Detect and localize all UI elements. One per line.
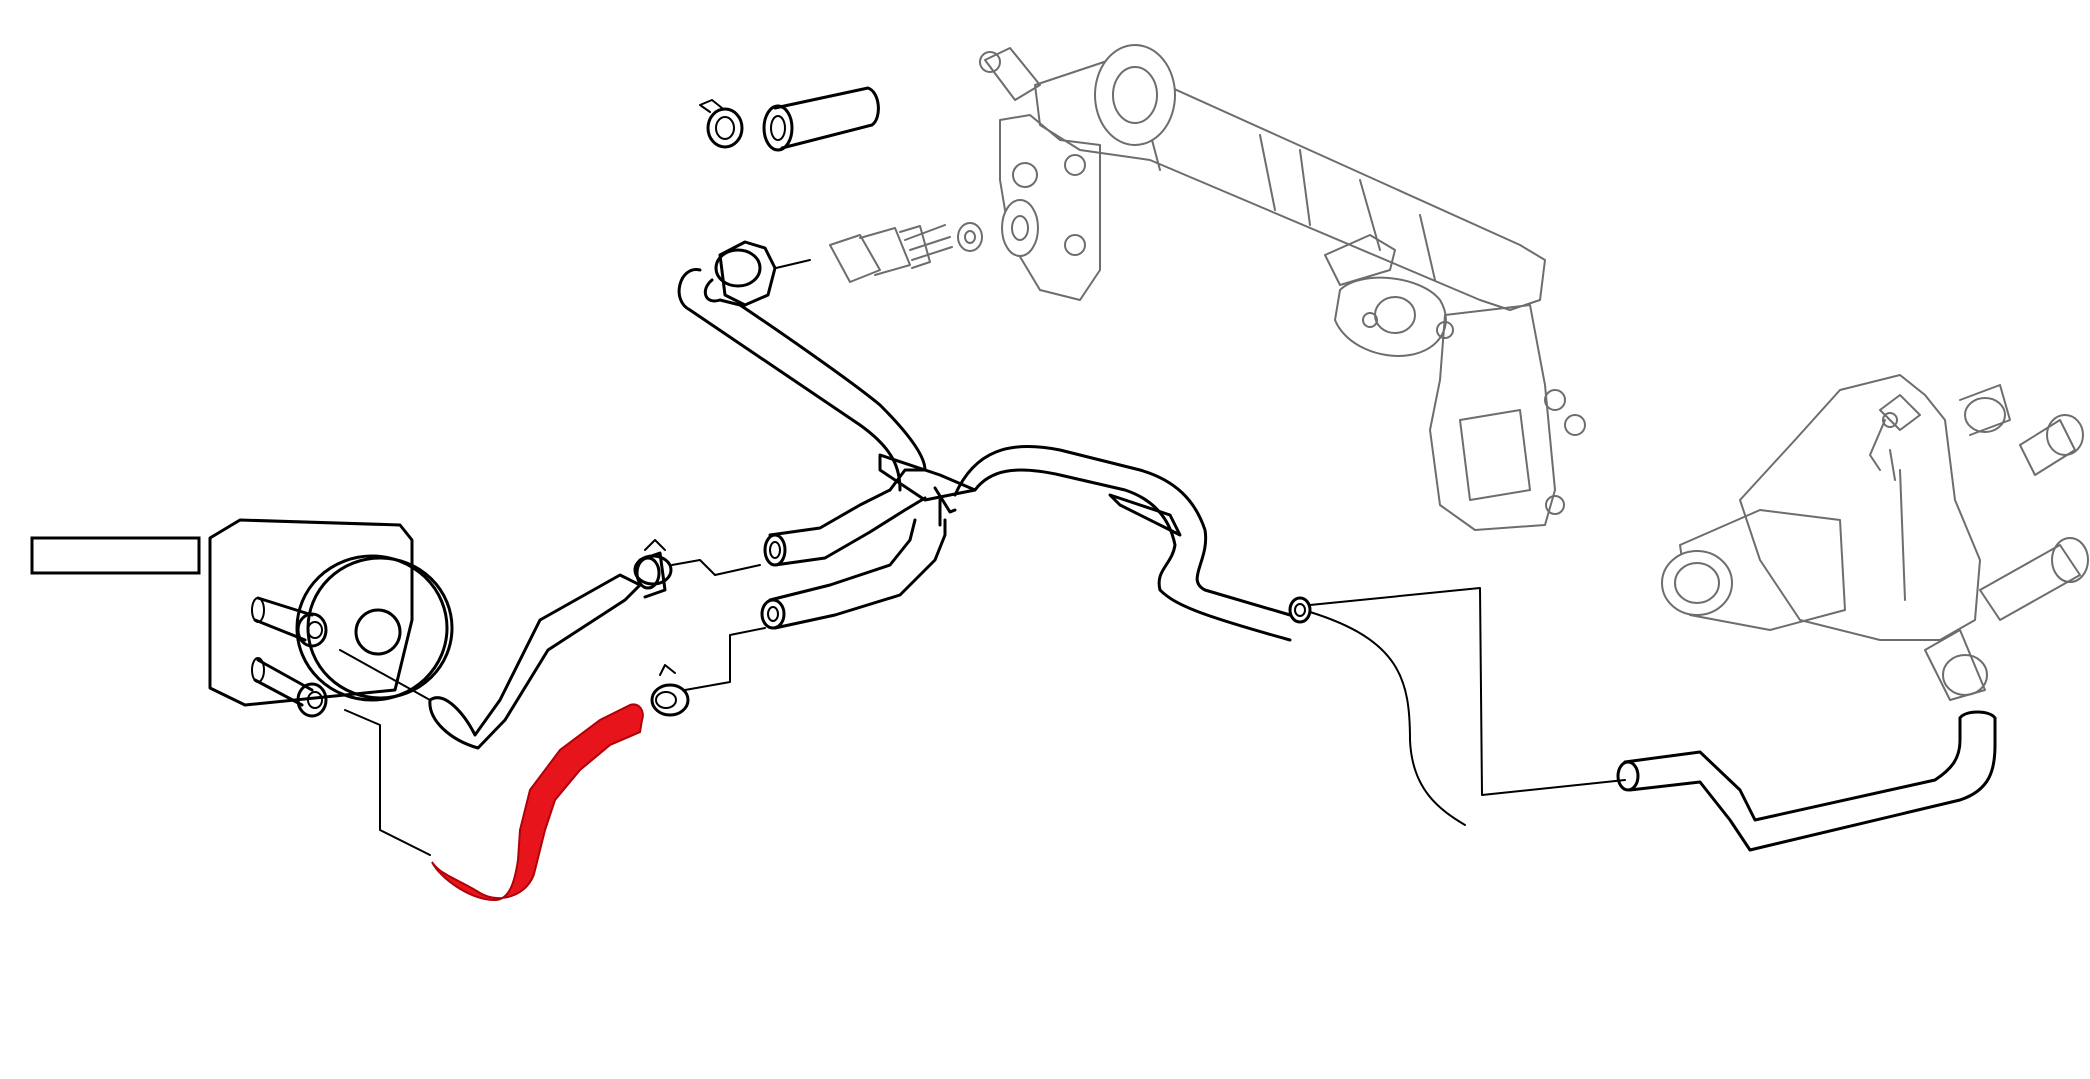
clamp-and-short-hose xyxy=(699,86,880,152)
bleed-screw-set xyxy=(829,199,1039,283)
upper-feed-hose xyxy=(677,240,927,492)
metal-pipe-pair xyxy=(760,468,947,630)
oil-cooler xyxy=(208,518,454,856)
thermostat-housing xyxy=(1661,374,2089,701)
junction-bracket xyxy=(878,453,977,527)
highlighted-hose xyxy=(431,703,644,902)
middle-hose xyxy=(953,444,1312,642)
leader-lines-right xyxy=(1309,587,1626,826)
coolant-rail-assembly xyxy=(979,44,1586,531)
part-label-box xyxy=(30,536,201,575)
lower-clamp xyxy=(650,627,766,717)
thermostat-hose xyxy=(1616,710,1997,852)
upper-return-hose xyxy=(428,539,761,750)
